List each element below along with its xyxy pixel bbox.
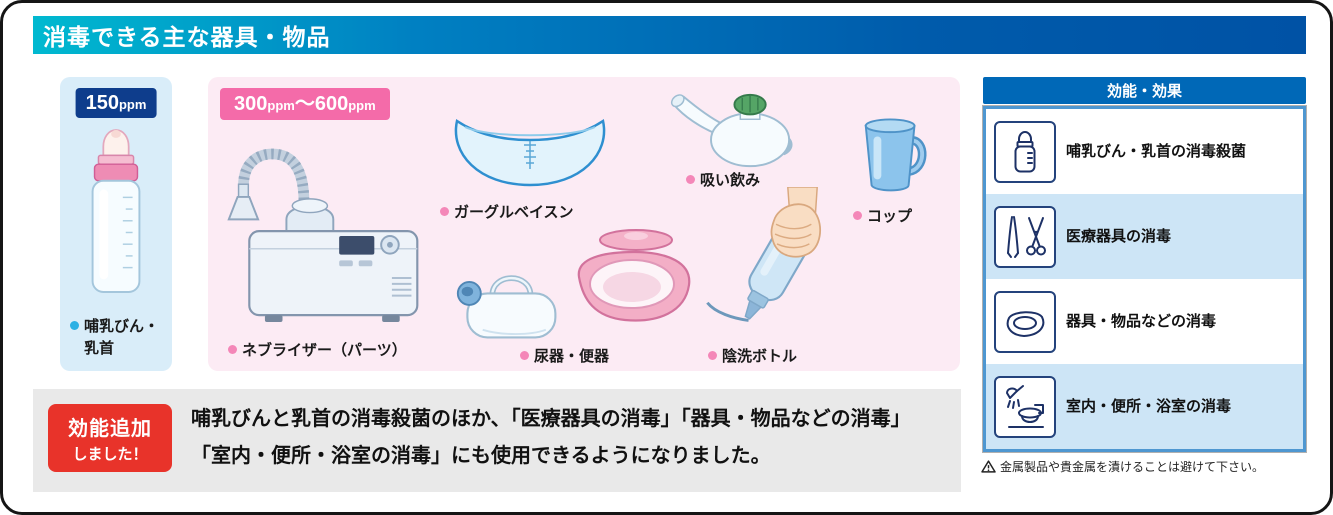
label-nebulizer: ネブライザー（パーツ） <box>228 339 407 360</box>
cup-illustration <box>864 118 927 192</box>
icon-box <box>994 120 1056 183</box>
label-gargle-basin: ガーグルベイスン <box>440 201 574 222</box>
effects-table: 効能・効果 哺乳びん・乳首の消毒殺菌 <box>982 77 1307 453</box>
label-perineal-wash-bottle: 陰洗ボトル <box>708 345 797 366</box>
feeding-cup-illustration <box>670 93 793 168</box>
icon-box <box>994 290 1056 353</box>
warning-icon <box>981 460 996 473</box>
badge-unit: ppm <box>267 98 295 113</box>
table-row: 医療器具の消毒 <box>986 194 1303 279</box>
bullet-icon <box>520 351 529 360</box>
baby-bottle-illustration <box>91 129 141 293</box>
bottom-note-text: 哺乳びんと乳首の消毒殺菌のほか、「医療器具の消毒」「器具・物品などの消毒」 「室… <box>191 401 911 475</box>
baby-bottle-icon <box>1014 130 1036 172</box>
badge-tilde: ～ <box>294 93 315 115</box>
label-urinal-bedpan: 尿器・便器 <box>520 345 609 366</box>
bottom-note-line1: 哺乳びんと乳首の消毒殺菌のほか、「医療器具の消毒」「器具・物品などの消毒」 <box>191 408 911 430</box>
perineal-wash-bottle-illustration <box>706 187 822 322</box>
badge-unit: ppm <box>118 97 147 112</box>
bedpan-illustration <box>577 229 691 322</box>
bullet-icon <box>708 351 717 360</box>
badge-value: 600 <box>314 93 349 115</box>
label-text: 乳首 <box>84 340 115 357</box>
concentration-badge-150: 150ppm <box>75 88 157 118</box>
effect-text: 室内・便所・浴室の消毒 <box>1066 397 1232 415</box>
table-row: 室内・便所・浴室の消毒 <box>986 364 1303 449</box>
table-row: 器具・物品などの消毒 <box>986 279 1303 364</box>
badge-line2: しました！ <box>72 446 148 463</box>
label-baby-bottle: 哺乳びん・ <box>70 315 159 336</box>
metal-warning: 金属製品や貴金属を漬けることは避けて下さい。 <box>981 458 1316 475</box>
bullet-icon <box>853 211 862 220</box>
effects-table-body: 哺乳びん・乳首の消毒殺菌 医療器具の消毒 <box>982 105 1307 453</box>
label-text: ネブライザー（パーツ） <box>242 342 407 359</box>
label-text: 哺乳びん・ <box>84 318 160 335</box>
badge-value: 300 <box>234 93 268 115</box>
urinal-illustration <box>456 275 557 339</box>
bullet-icon <box>70 321 79 330</box>
bottom-note-bar: 効能追加 しました！ 哺乳びんと乳首の消毒殺菌のほか、「医療器具の消毒」「器具・… <box>33 389 961 492</box>
medical-instruments-icon <box>1007 215 1046 258</box>
icon-box <box>994 205 1056 268</box>
label-baby-bottle-line2: 乳首 <box>84 337 114 358</box>
bathroom-icon <box>1006 384 1044 428</box>
concentration-badge-300-600: 300ppm～600ppm <box>220 88 390 120</box>
gargle-basin-illustration <box>454 118 606 187</box>
warning-text: 金属製品や貴金属を漬けることは避けて下さい。 <box>1000 460 1265 474</box>
label-cup: コップ <box>853 205 912 226</box>
badge-unit: ppm <box>348 98 376 113</box>
bedpan-icon <box>1006 310 1045 337</box>
panel-300-600ppm: 300ppm～600ppm ネブライザー（パーツ） <box>208 77 960 371</box>
bottom-note-line2: 「室内・便所・浴室の消毒」にも使用できるようになりました。 <box>191 445 771 467</box>
effect-text: 医療器具の消毒 <box>1066 227 1172 245</box>
badge-line1: 効能追加 <box>68 418 152 440</box>
label-text: コップ <box>867 208 913 225</box>
label-text: 吸い飲み <box>700 172 761 189</box>
nebulizer-illustration <box>227 148 419 322</box>
label-text: 陰洗ボトル <box>722 348 798 365</box>
effects-table-header: 効能・効果 <box>983 77 1306 104</box>
icon-box <box>994 375 1056 438</box>
label-feeding-cup: 吸い飲み <box>686 169 760 190</box>
label-text: ガーグルベイスン <box>454 204 574 221</box>
bullet-icon <box>440 207 449 216</box>
page-header: 消毒できる主な器具・物品 <box>33 16 1306 54</box>
badge-value: 150 <box>85 92 119 114</box>
label-text: 尿器・便器 <box>534 348 610 365</box>
table-row: 哺乳びん・乳首の消毒殺菌 <box>986 109 1303 194</box>
panel-150ppm: 150ppm 哺乳びん・ 乳首 <box>60 77 172 371</box>
page-title: 消毒できる主な器具・物品 <box>43 24 331 50</box>
bullet-icon <box>686 175 695 184</box>
effect-text: 哺乳びん・乳首の消毒殺菌 <box>1066 142 1247 160</box>
effect-text: 器具・物品などの消毒 <box>1066 312 1217 330</box>
bullet-icon <box>228 345 237 354</box>
effect-added-badge: 効能追加 しました！ <box>48 404 172 472</box>
